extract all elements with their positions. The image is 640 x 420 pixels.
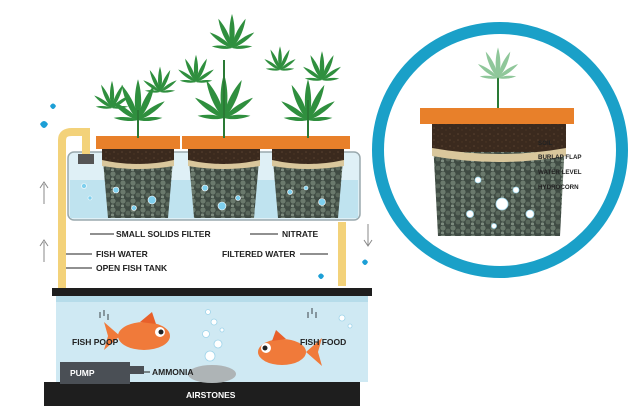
plant-stems [137, 60, 309, 138]
water-drops [40, 103, 368, 279]
label-fish-poop: FISH POOP [72, 337, 119, 347]
detail-bubbles [466, 176, 535, 229]
detail-label-burlap-flap: BURLAP FLAP [538, 154, 582, 161]
airstone [188, 365, 236, 383]
detail-label-soil: SOIL [538, 140, 553, 147]
tank-base [44, 382, 360, 406]
detail-inset: SOIL BURLAP FLAP WATER LEVEL HYDROCORN [372, 22, 628, 278]
detail-label-hydrocorn: HYDROCORN [538, 184, 579, 191]
net-pots [96, 136, 350, 218]
fish-tank [44, 288, 372, 406]
fish-left [104, 312, 170, 350]
grow-bed-bubbles [81, 183, 326, 211]
poop-particles [99, 308, 317, 320]
fish-right [258, 330, 322, 366]
label-small-solids-filter: SMALL SOLIDS FILTER [116, 229, 211, 239]
detail-soil [432, 122, 566, 152]
pump-box [60, 362, 130, 384]
detail-plant [477, 47, 519, 108]
label-fish-water: FISH WATER [96, 249, 148, 259]
label-fish-food: FISH FOOD [300, 337, 346, 347]
label-nitrate: NITRATE [282, 229, 319, 239]
net-pot-3 [266, 136, 350, 218]
detail-burlap [432, 148, 566, 162]
cannabis-plants [93, 14, 342, 122]
net-pot-1 [96, 136, 180, 218]
detail-pot-rim [420, 108, 574, 124]
label-ammonia: AMMONIA [152, 367, 194, 377]
tank-top-rim [52, 288, 372, 296]
label-pump: PUMP [70, 368, 95, 378]
label-airstones: AIRSTONES [186, 390, 236, 400]
tank-bubbles [202, 309, 353, 362]
detail-label-water-level: WATER LEVEL [538, 169, 582, 176]
flow-arrows [39, 181, 373, 262]
net-pot-2 [182, 136, 266, 218]
label-filtered-water: FILTERED WATER [222, 249, 295, 259]
return-pipe-left [58, 128, 94, 300]
detail-circle-border [372, 22, 628, 278]
leader-lines [66, 233, 328, 373]
label-open-fish-tank: OPEN FISH TANK [96, 263, 168, 273]
